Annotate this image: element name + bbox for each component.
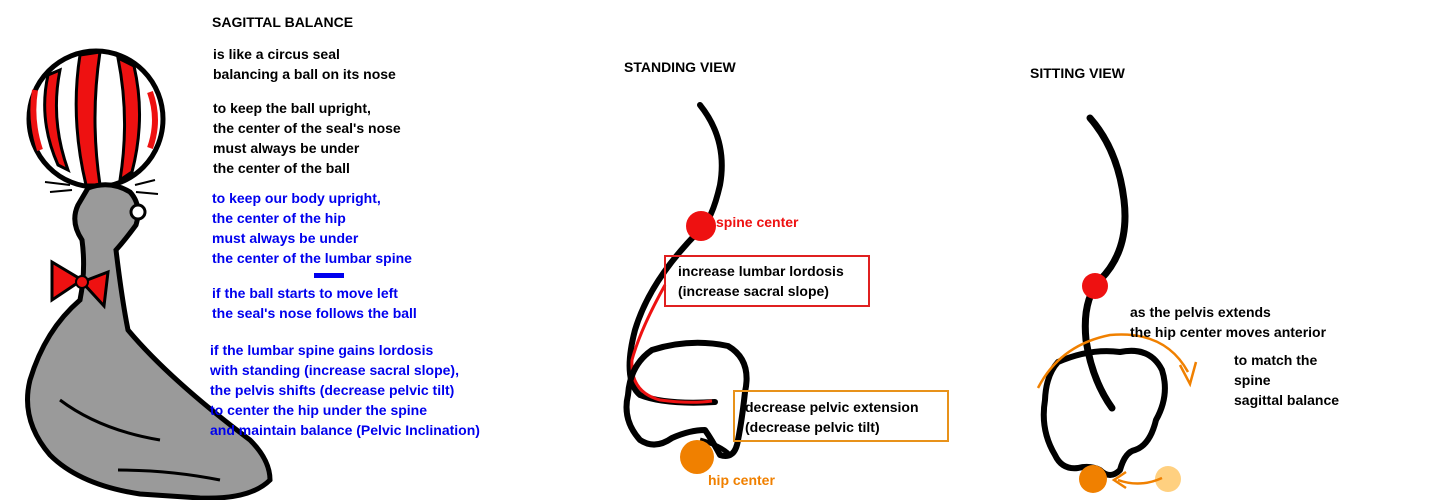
lordosis-callout-box: increase lumbar lordosis (increase sacra… [664,255,870,307]
hip-center-label: hip center [708,472,775,488]
standing-hip-center-dot [680,440,714,474]
pelvic-callout-box: decrease pelvic extension (decrease pelv… [733,390,949,442]
blue-dash [314,273,344,278]
sitting-rotation-arrow [1036,333,1190,389]
body-rule-text: to keep our body upright, the center of … [212,190,412,266]
standing-spine-curve [626,102,725,406]
sitting-rotation-arrowhead [1178,361,1198,388]
sitting-spine-curve [1081,114,1129,412]
sitting-hip-center-moved-dot [1155,466,1181,492]
match-balance-note: to match the spine sagittal balance [1234,352,1340,408]
sitting-hip-shift-arrow [1117,476,1163,485]
ball-rule-text: to keep the ball upright, the center of … [213,100,401,176]
standing-spine-center-dot [686,211,716,241]
pelvic-callout-text: decrease pelvic extension (decrease pelv… [745,399,919,435]
seal-illustration [25,48,273,500]
seal-body [25,179,273,500]
spine-center-label: spine center [716,214,799,230]
lordosis-callout-text: increase lumbar lordosis (increase sacra… [678,263,844,299]
page-title: SAGITTAL BALANCE [212,14,354,30]
standing-view-heading: STANDING VIEW [624,59,736,75]
bow-tie [50,259,110,310]
sitting-pelvis-outline [1040,347,1168,478]
follow-rule-text: if the ball starts to move left the seal… [212,285,417,321]
pelvis-extends-note: as the pelvis extends the hip center mov… [1130,304,1327,340]
sitting-view-heading: SITTING VIEW [1030,65,1125,81]
sitting-hip-center-dot [1079,465,1107,493]
intro-text: is like a circus seal balancing a ball o… [213,46,396,82]
circus-ball [26,48,166,190]
standing-lordosis-highlight [630,284,713,404]
lordosis-rule-text: if the lumbar spine gains lordosis with … [210,342,480,438]
sitting-spine-center-dot [1082,273,1108,299]
